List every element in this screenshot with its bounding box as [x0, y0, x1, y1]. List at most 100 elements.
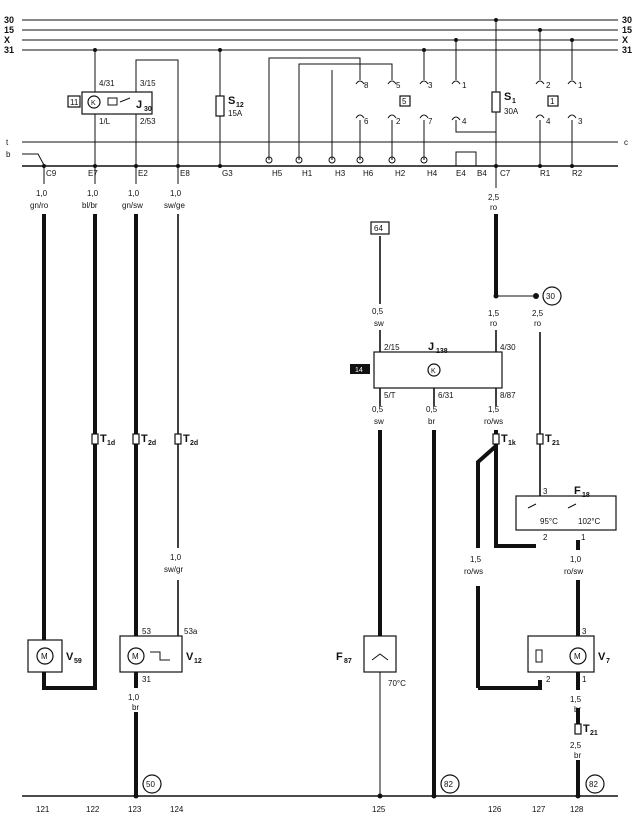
- contact-label: 6: [364, 117, 369, 126]
- relay-contacts-1-4: 1 4: [451, 38, 496, 166]
- f87-name: F: [336, 651, 343, 663]
- terminal-label: C9: [46, 169, 57, 178]
- svg-text:T: T: [100, 433, 107, 445]
- wire-size: 1,0: [570, 555, 582, 564]
- v7-name: V: [598, 651, 606, 663]
- column-number: 123: [128, 805, 142, 814]
- column-number: 121: [36, 805, 50, 814]
- wire-size: 1,0: [87, 189, 99, 198]
- terminal-label: H6: [363, 169, 374, 178]
- fuse-s12: S 12 15A: [215, 48, 244, 166]
- wire-size: 1,5: [488, 309, 500, 318]
- wire-size: 1,0: [36, 189, 48, 198]
- j138-pin: 4/30: [500, 343, 516, 352]
- svg-text:21: 21: [590, 730, 598, 737]
- v12-pin: 31: [142, 675, 151, 684]
- contact-label: 7: [428, 117, 433, 126]
- terminal-h5: H5: [265, 156, 283, 178]
- contact-label: 4: [462, 117, 467, 126]
- contact-label: 3: [578, 117, 583, 126]
- column-number: 128: [570, 805, 584, 814]
- terminal-h1: H1: [295, 156, 313, 178]
- relay-name: J: [136, 99, 142, 111]
- wire-size: 1,0: [128, 189, 140, 198]
- relay-j30: 11 K 4/31 3/15 1/L 2/53 J 30: [67, 48, 179, 166]
- contact-label: 1: [462, 81, 467, 90]
- f18-temp: 95°C: [540, 517, 558, 526]
- contact-label: 2: [396, 117, 401, 126]
- v59-name: V: [66, 651, 74, 663]
- relay-slot-box: [67, 95, 81, 108]
- wire-color: bl/br: [82, 201, 98, 210]
- wire-color: sw/gr: [164, 565, 183, 574]
- ref-circle-82-a: [440, 774, 460, 794]
- contact-label: 1: [578, 81, 583, 90]
- rail-label-left-30: 30: [4, 15, 14, 25]
- svg-text:1d: 1d: [107, 440, 115, 447]
- svg-text:T: T: [141, 433, 148, 445]
- f18-name: F: [574, 485, 581, 497]
- motor-symbol: M: [41, 652, 48, 661]
- bus-terminals: C9 E7 E2 E8 G3 H5 H1 H3 H6 H2 H4 E4 B4 C…: [42, 156, 583, 178]
- terminal-h4: H4: [420, 156, 438, 178]
- ref-circle-82-b: [585, 774, 605, 794]
- relay-pin: 1/L: [99, 117, 111, 126]
- ref-circle-30: [542, 286, 562, 306]
- wire-color: ro/ws: [484, 417, 503, 426]
- svg-text:2d: 2d: [148, 440, 156, 447]
- control-unit-j138: 14 K J 138 2/15 4/30 5/T 6/31 8/87: [350, 341, 516, 400]
- wire-color: br: [132, 703, 139, 712]
- f18-pin: 2: [543, 533, 548, 542]
- relay-slot-box: [399, 95, 411, 107]
- references: 64 30 50 82 82: [142, 221, 605, 794]
- v12-pin: 53: [142, 627, 151, 636]
- wire-size: 0,5: [372, 307, 384, 316]
- rail-label-left-15: 15: [4, 25, 14, 35]
- terminal-b4: B4: [477, 169, 487, 178]
- terminal-label: C7: [500, 169, 511, 178]
- terminal-label: E2: [138, 169, 148, 178]
- motor-v59: M V 59: [27, 639, 82, 673]
- k-symbol-label: K: [431, 368, 436, 375]
- terminal-label: E8: [180, 169, 190, 178]
- svg-text:T: T: [183, 433, 190, 445]
- terminal-e4: E4: [456, 169, 466, 178]
- relay-pin: 4/31: [99, 79, 115, 88]
- v12-name-sub: 12: [194, 658, 202, 665]
- contact-label: 2: [546, 81, 551, 90]
- fuse-rating: 15A: [228, 109, 243, 118]
- svg-text:T: T: [583, 723, 590, 735]
- j138-pin: 6/31: [438, 391, 454, 400]
- top-rails: 30 15 X 31 30 15 X 31: [4, 15, 632, 55]
- k-symbol: [427, 363, 441, 377]
- contact-label: 8: [364, 81, 369, 90]
- f18-name-sub: 18: [582, 492, 590, 499]
- f87-name-sub: 87: [344, 658, 352, 665]
- thermoswitch-f87: F 87 70°C: [336, 635, 406, 688]
- ref-circle-label: 82: [444, 780, 453, 789]
- v12-name: V: [186, 651, 194, 663]
- wire-color: sw: [374, 319, 384, 328]
- wire-size: 2,5: [570, 741, 582, 750]
- relay-slot-number: 11: [70, 98, 79, 107]
- svg-text:21: 21: [552, 440, 560, 447]
- wire-size: 1,5: [570, 695, 582, 704]
- rail-label-c: c: [624, 138, 628, 147]
- relay-name-sub: 30: [144, 106, 152, 113]
- relay-coil-symbol: [87, 95, 101, 109]
- j138-pin: 2/15: [384, 343, 400, 352]
- terminal-label: H4: [427, 169, 438, 178]
- terminal-label: H2: [395, 169, 406, 178]
- relay-coil-label: K: [91, 100, 96, 107]
- wire-color: ro: [490, 319, 498, 328]
- wire-size: 1,5: [470, 555, 482, 564]
- fuse-s1: S 1 30A: [491, 18, 519, 166]
- wire-size: 1,5: [488, 405, 500, 414]
- rail-label-right-15: 15: [622, 25, 632, 35]
- wire-size: 1,0: [170, 553, 182, 562]
- relay-slot-box: [547, 95, 559, 107]
- terminal-label: E7: [88, 169, 98, 178]
